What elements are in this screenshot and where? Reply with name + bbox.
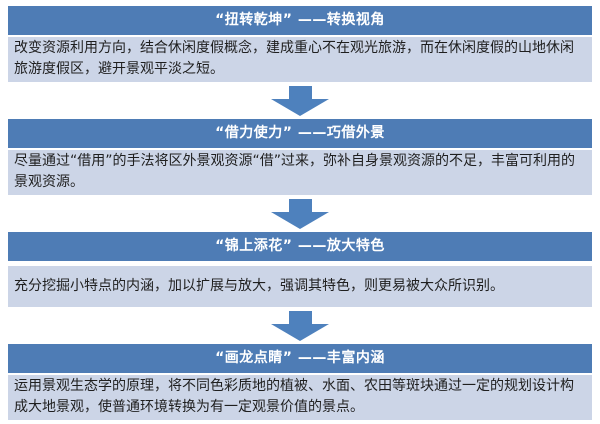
flow-step-2: “借力使力” ——巧借外景 尽量通过“借用”的手法将区外景观资源“借”过来，弥补… — [8, 119, 592, 195]
flow-step-4-title: “画龙点睛” ——丰富内涵 — [8, 344, 592, 373]
flow-step-1-body-text: 改变资源利用方向，结合休闲度假概念，建成重心不在观光旅游，而在休闲度假的山地休闲… — [14, 40, 574, 77]
flow-step-3-body: 充分挖掘小特点的内涵，加以扩展与放大，强调其特色，则更易被大众所识别。 — [8, 266, 592, 307]
flow-step-3: “锦上添花” ——放大特色 充分挖掘小特点的内涵，加以扩展与放大，强调其特色，则… — [8, 232, 592, 307]
flow-step-3-title: “锦上添花” ——放大特色 — [8, 232, 592, 261]
divider — [8, 261, 592, 266]
flow-step-4-body-text: 运用景观生态学的原理，将不同色彩质地的植被、水面、农田等斑块通过一定的规划设计构… — [14, 378, 574, 415]
flow-step-1-title: “扭转乾坤” ——转换视角 — [8, 6, 592, 35]
divider — [8, 373, 592, 375]
flow-step-1: “扭转乾坤” ——转换视角 改变资源利用方向，结合休闲度假概念，建成重心不在观光… — [8, 6, 592, 82]
down-arrow-icon — [271, 199, 329, 229]
flow-step-2-body-text: 尽量通过“借用”的手法将区外景观资源“借”过来，弥补自身景观资源的不足，丰富可利… — [14, 153, 576, 190]
flow-step-4: “画龙点睛” ——丰富内涵 运用景观生态学的原理，将不同色彩质地的植被、水面、农… — [8, 344, 592, 420]
down-arrow-icon — [271, 86, 329, 116]
divider — [8, 148, 592, 150]
down-arrow-icon — [271, 311, 329, 341]
divider — [8, 35, 592, 37]
flow-step-1-body: 改变资源利用方向，结合休闲度假概念，建成重心不在观光旅游，而在休闲度假的山地休闲… — [8, 37, 592, 82]
flow-step-2-body: 尽量通过“借用”的手法将区外景观资源“借”过来，弥补自身景观资源的不足，丰富可利… — [8, 150, 592, 195]
flow-step-2-title: “借力使力” ——巧借外景 — [8, 119, 592, 148]
flow-step-3-body-text: 充分挖掘小特点的内涵，加以扩展与放大，强调其特色，则更易被大众所识别。 — [14, 277, 504, 294]
flow-step-4-body: 运用景观生态学的原理，将不同色彩质地的植被、水面、农田等斑块通过一定的规划设计构… — [8, 375, 592, 420]
